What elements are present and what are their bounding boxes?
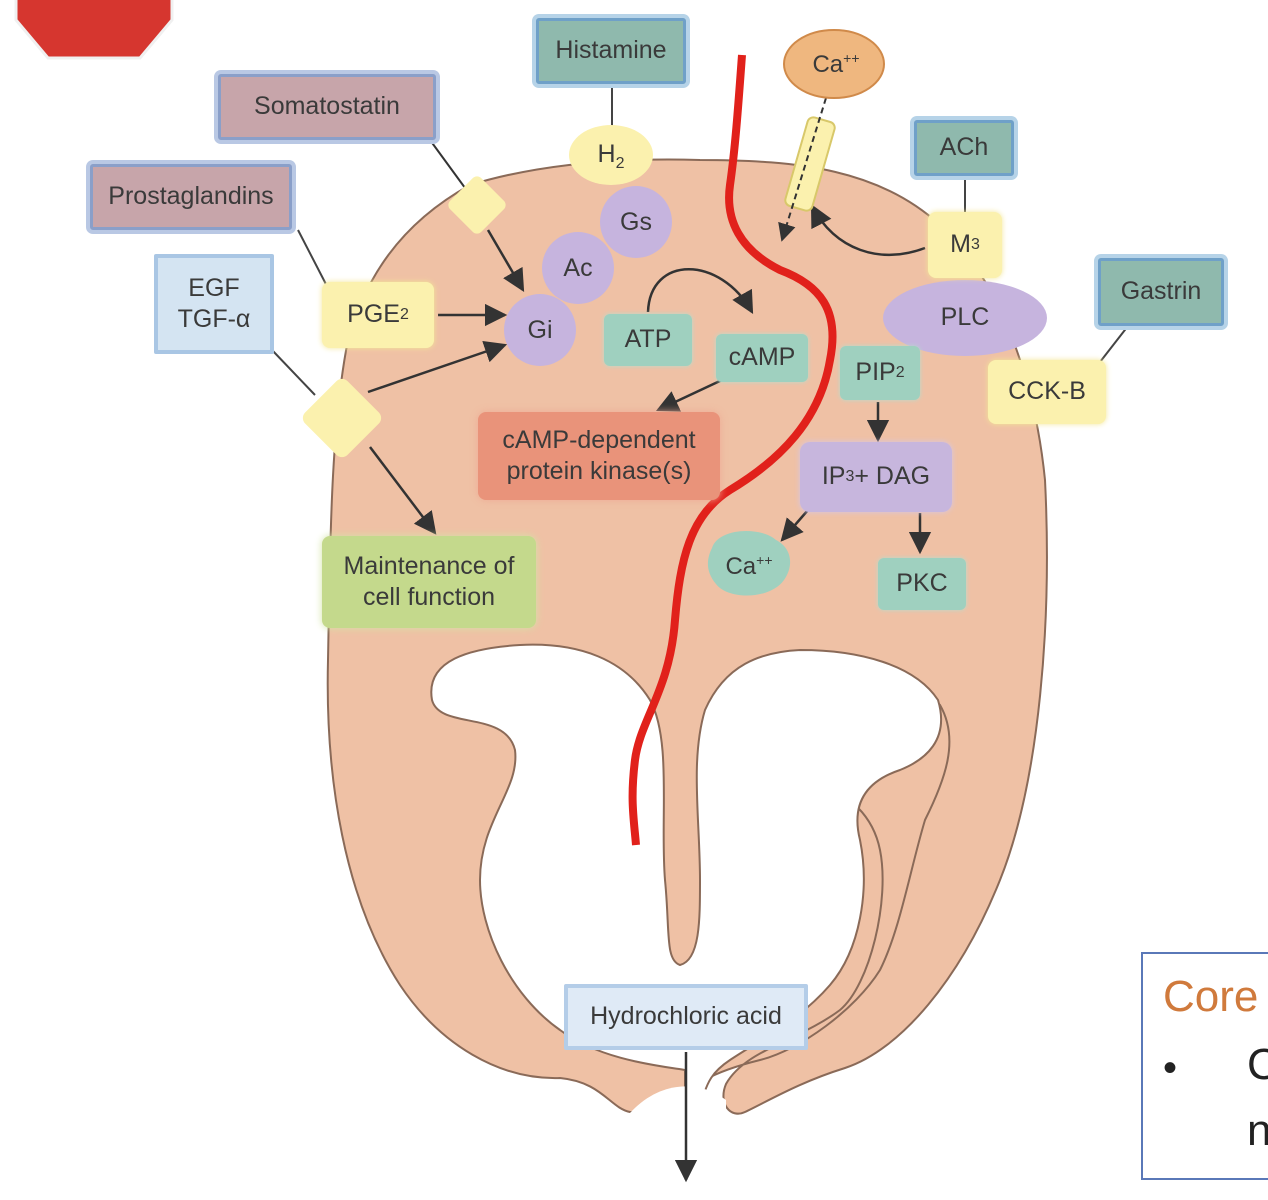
gs-label: Gs [620,208,652,236]
histamine-label: Histamine [555,36,667,65]
somatostatin-arrow [429,139,469,193]
slide-text-box: Core • C n [1141,952,1268,1180]
egf-tgf-signal: EGF TGF-α [154,254,274,354]
slide-box-bullet: • [1163,1046,1178,1090]
h2-receptor-label: H2 [597,140,625,172]
pkc-label: PKC [896,569,948,598]
slide-box-line1: C [1247,1040,1268,1090]
egf-receptor [302,378,382,458]
tgf-alpha-label: TGF-α [177,305,251,333]
plc-enzyme [883,280,1047,356]
camp-label: cAMP [728,343,796,372]
hcl-box: Hydrochloric acid [564,984,808,1050]
maintenance-line2: cell function [362,583,496,611]
calcium-internal-label: Ca++ [725,552,773,580]
camp-box: cAMP [716,334,808,382]
somatostatin-signal: Somatostatin [218,74,436,140]
ac-label: Ac [563,254,593,282]
kinase-line1: cAMP-dependent [502,425,696,454]
pkc-box: PKC [878,558,966,610]
atp-box: ATP [604,314,692,366]
ach-label: ACh [939,133,989,162]
histamine-signal: Histamine [536,18,686,84]
camp-to-kinase-arrow [655,378,723,412]
gastrin-label: Gastrin [1120,277,1202,306]
somatostatin-label: Somatostatin [254,92,400,121]
gastrin-connector [1099,325,1129,363]
lumen-opening [630,1086,726,1200]
egf-receptor-to-gi-arrow [367,340,508,394]
ach-signal: ACh [914,120,1014,176]
canaliculus-lumen [430,643,943,1113]
cckb-label: CCK-B [1008,377,1086,406]
somatostatin-receptor [448,176,506,234]
hcl-label: Hydrochloric acid [590,1002,782,1031]
egf-connector [271,349,316,396]
gastrin-signal: Gastrin [1098,258,1224,326]
maintenance-box: Maintenance of cell function [322,536,536,628]
slide-box-title: Core [1163,972,1259,1021]
somatostatin-receptor-to-gi-arrow [486,229,525,292]
kinase-box: cAMP-dependent protein kinase(s) [478,412,720,500]
ip3-to-calcium-arrow [780,509,809,542]
h2-receptor [569,125,653,185]
prostaglandins-label: Prostaglandins [108,182,274,211]
gs-protein [600,186,672,258]
m3-to-channel-arrow [810,204,926,256]
calcium-ion-external [783,29,885,99]
prostaglandins-signal: Prostaglandins [90,164,292,230]
kinase-line2: protein kinase(s) [506,457,692,485]
red-annotation-line [628,54,837,846]
plc-label: PLC [940,303,990,331]
maintenance-line1: Maintenance of [343,551,515,580]
prostaglandin-connector [297,229,331,293]
gi-protein [504,294,576,366]
egf-label: EGF [188,273,240,302]
calcium-ion-internal [707,530,791,596]
calcium-channel-arrow [778,97,827,242]
atp-label: ATP [624,325,672,354]
gi-label: Gi [527,316,553,344]
cckb-receptor: CCK-B [988,360,1106,424]
egf-to-maintenance-arrow [369,446,437,535]
ac-protein [542,232,614,304]
calcium-external-label: Ca++ [812,50,860,78]
atp-to-camp-arrow [646,268,754,314]
slide-box-line2: n [1247,1106,1268,1156]
stop-sign-icon [14,0,174,60]
